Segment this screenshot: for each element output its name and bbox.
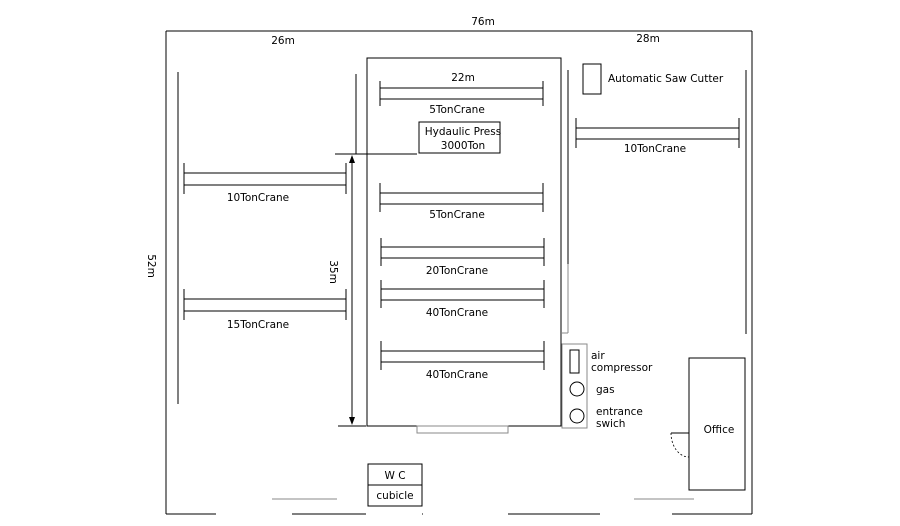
crane-right-label: 10TonCrane [624,143,686,155]
total-height-label: 52m [145,254,157,278]
center-bay: 22m 5TonCrane Hydaulic Press 3000Ton 5To… [366,57,562,434]
entrance-switch-icon [569,408,585,424]
crane-right: 10TonCrane [575,118,740,155]
crane-center-1: 5TonCrane [379,81,544,116]
right-width-label: 28m [636,33,660,45]
arrow-up-icon [349,155,355,163]
gas-label: gas [596,384,615,396]
right-bay: Automatic Saw Cutter 10TonCrane air comp… [561,63,747,491]
utility-panel: air compressor gas entrance swich [561,343,653,430]
crane-left-lower: 15TonCrane [183,289,347,331]
gas-valve-icon [569,381,585,397]
office-room [688,357,746,491]
total-width-label: 76m [471,16,495,28]
cubicle-label: cubicle [376,490,413,502]
center-bay-door [416,425,509,434]
wc-block: W C cubicle [367,463,423,507]
office: Office [670,357,746,491]
center-bay-width-label: 22m [451,72,475,84]
saw-cutter: Automatic Saw Cutter [582,63,724,95]
crane-span-dimension: 35m [327,153,417,427]
arrow-down-icon [349,417,355,425]
outer-walls [165,30,753,515]
entrance-switch-label-2: swich [596,418,625,430]
crane-left-upper-label: 10TonCrane [227,192,289,204]
office-door-swing [670,432,690,458]
utility-panel-box [561,343,588,429]
office-label: Office [704,424,735,436]
saw-cutter-label: Automatic Saw Cutter [608,73,724,85]
crane-center-3: 20TonCrane [380,238,545,277]
crane-center-4-label: 40TonCrane [426,307,488,319]
hydraulic-press-label-1: Hydaulic Press [425,126,501,138]
wc-label: W C [384,470,405,482]
entrance-switch-label-1: entrance [596,406,643,418]
hydraulic-press-label-2: 3000Ton [441,140,485,152]
left-bay: 10TonCrane 15TonCrane 35m [177,72,417,427]
crane-center-1-label: 5TonCrane [429,104,485,116]
crane-left-upper: 10TonCrane [183,163,347,204]
crane-center-2: 5TonCrane [379,183,544,221]
air-compressor-label-2: compressor [591,362,653,374]
saw-cutter-box [582,63,602,95]
crane-center-2-label: 5TonCrane [429,209,485,221]
hydraulic-press-box [418,121,501,154]
left-width-label: 26m [271,35,295,47]
crane-center-5: 40TonCrane [380,341,545,381]
air-compressor-label-1: air [591,350,605,362]
air-compressor-icon [569,349,580,374]
crane-center-5-label: 40TonCrane [426,369,488,381]
hydraulic-press: Hydaulic Press 3000Ton [418,121,501,154]
crane-span-label: 35m [327,260,339,284]
crane-left-lower-label: 15TonCrane [227,319,289,331]
crane-center-3-label: 20TonCrane [426,265,488,277]
crane-center-4: 40TonCrane [380,280,545,319]
